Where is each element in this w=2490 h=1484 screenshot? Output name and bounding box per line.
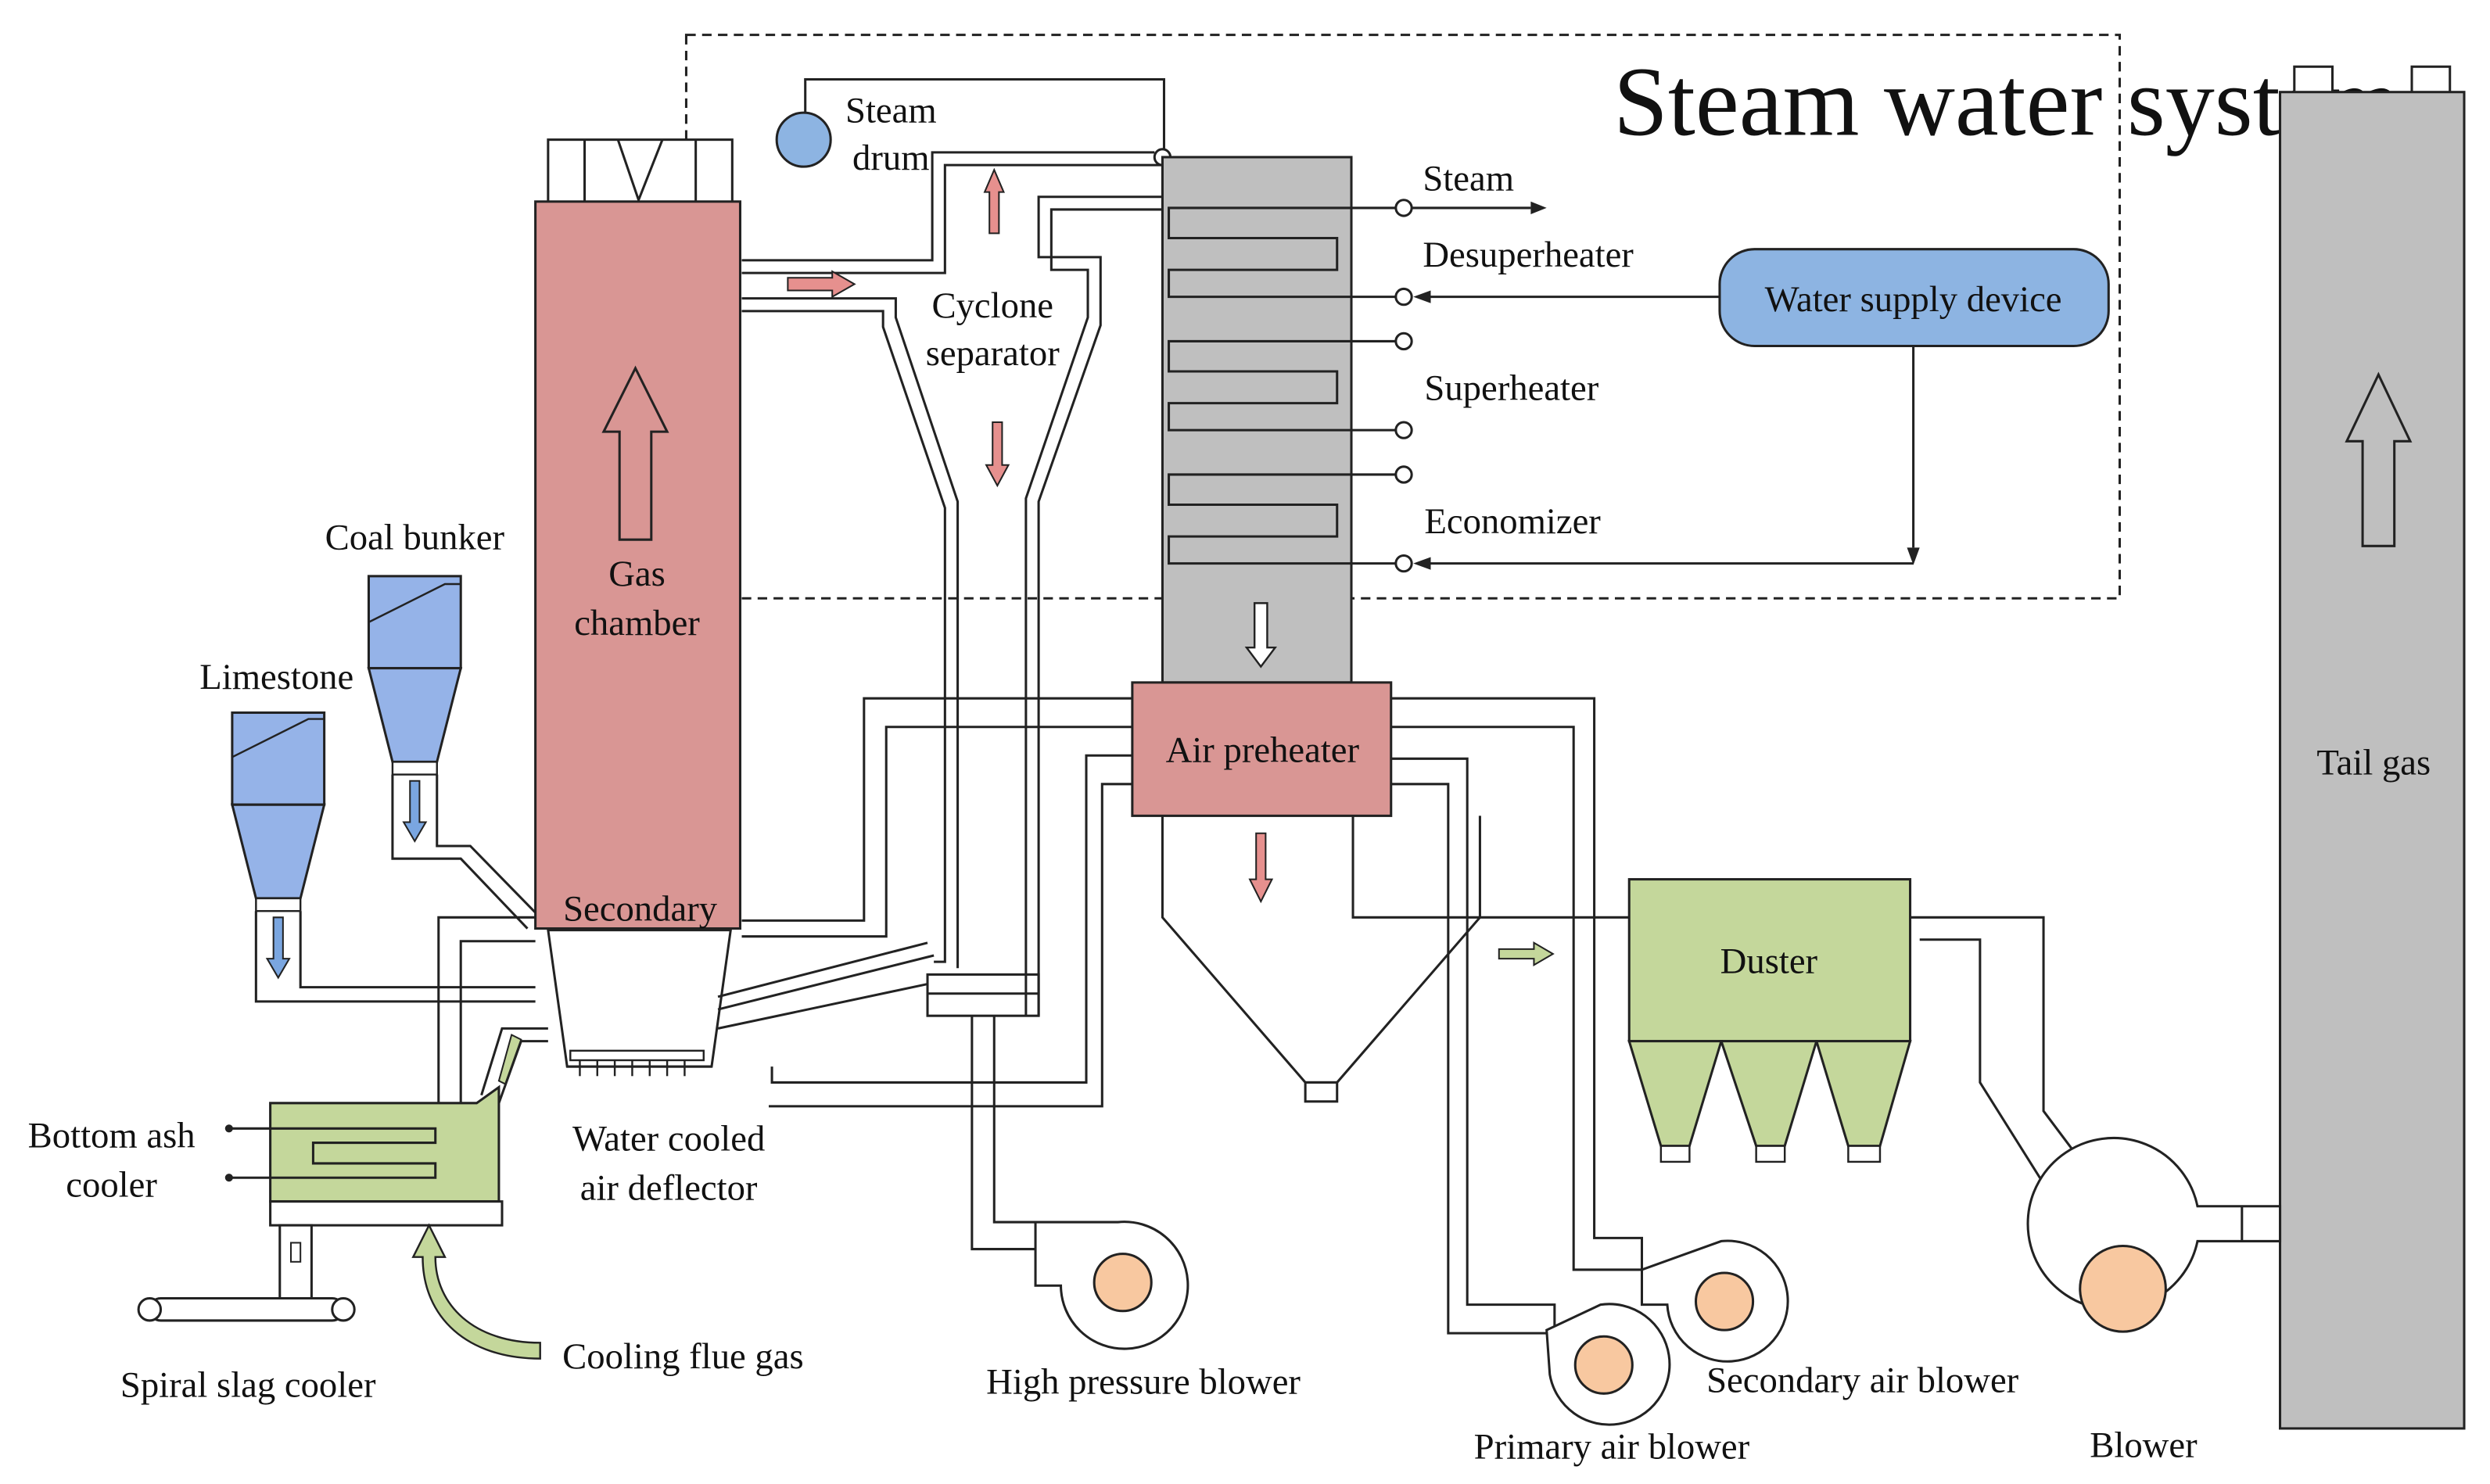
gas-chamber-label: Gas bbox=[608, 554, 666, 594]
economizer-label: Economizer bbox=[1424, 501, 1601, 542]
secondary-air-label: Secondary bbox=[563, 888, 718, 929]
preheater-down-arrow bbox=[1248, 832, 1274, 904]
bottom-ash-cooler-label: Bottom ash bbox=[28, 1116, 196, 1156]
air-preheater-label: Air preheater bbox=[1166, 729, 1360, 770]
gas-chamber-top-cap bbox=[547, 138, 734, 205]
steam-drum-label: Steam bbox=[845, 90, 937, 131]
limestone-label: Limestone bbox=[199, 657, 353, 697]
limestone-down-arrow bbox=[265, 916, 291, 980]
steam-drum bbox=[775, 111, 832, 168]
blower-label: Blower bbox=[2090, 1425, 2198, 1465]
duster bbox=[1627, 878, 1912, 1043]
duster-hoppers bbox=[1627, 1040, 1912, 1148]
coal-bunker bbox=[367, 575, 463, 776]
desuperheater-label: Desuperheater bbox=[1423, 235, 1634, 275]
primary-air-blower bbox=[1545, 1303, 1671, 1426]
bottom-ash-cooler bbox=[224, 1084, 504, 1227]
water-supply-lines bbox=[1424, 296, 1915, 565]
secondary-air-blower bbox=[1640, 1239, 1789, 1363]
steam-water-system-title: Steam water system bbox=[1613, 48, 2401, 157]
water-arrow-down bbox=[1907, 547, 1920, 565]
steam-drum-label-2: drum bbox=[852, 138, 930, 178]
gas-chamber-label-2: chamber bbox=[574, 603, 700, 643]
gas-chamber-up-arrow bbox=[601, 365, 669, 541]
ash-chute bbox=[437, 916, 548, 1104]
secondary-air-blower-label: Secondary air blower bbox=[1706, 1360, 2019, 1400]
duster-inlet-arrow bbox=[1498, 941, 1555, 966]
tail-gas-stack bbox=[2279, 65, 2466, 1430]
water-supply-label: Water supply device bbox=[1765, 279, 2062, 320]
duster-label: Duster bbox=[1720, 941, 1818, 981]
tail-gas-up-arrow bbox=[2345, 371, 2413, 547]
coil-terminals bbox=[1394, 199, 1413, 573]
exchanger-down-arrow bbox=[1244, 602, 1278, 669]
water-cooled-deflector-label: Water cooled bbox=[572, 1119, 765, 1160]
feed-pipes bbox=[254, 774, 536, 1003]
steam-water-system-boundary bbox=[684, 34, 2122, 600]
steam-outlet-arrow bbox=[1412, 201, 1547, 215]
air-distributor-nozzles bbox=[569, 1049, 705, 1077]
air-ducts bbox=[741, 697, 2116, 1335]
flue-right-arrow bbox=[787, 270, 856, 299]
cyclone-label: Cyclone bbox=[931, 285, 1053, 326]
cyclone-up-arrow bbox=[983, 167, 1005, 235]
air-preheater bbox=[1131, 681, 1393, 817]
spiral-slag-cooler bbox=[137, 1224, 356, 1322]
steam-label: Steam bbox=[1423, 159, 1514, 199]
spiral-slag-cooler-label: Spiral slag cooler bbox=[120, 1364, 376, 1405]
limestone-bunker bbox=[230, 711, 326, 912]
furnace-bottom bbox=[547, 929, 733, 1068]
duster-outlets bbox=[1659, 1145, 1882, 1163]
heat-exchanger-coils bbox=[1168, 206, 1404, 565]
coal-bunker-label: Coal bunker bbox=[325, 517, 505, 557]
cyclone-separator bbox=[741, 195, 1164, 1016]
tail-gas-label: Tail gas bbox=[2316, 743, 2431, 783]
cyclone-label-2: separator bbox=[926, 333, 1060, 374]
gas-chamber bbox=[534, 200, 741, 930]
high-pressure-blower bbox=[1034, 1221, 1189, 1350]
high-pressure-blower-label: High pressure blower bbox=[986, 1361, 1301, 1402]
cooling-flue-gas-label: Cooling flue gas bbox=[562, 1336, 804, 1377]
water-arrow-economizer bbox=[1413, 557, 1431, 570]
water-arrow-desuperheater bbox=[1413, 290, 1431, 303]
cooling-flue-gas-arrow bbox=[411, 1223, 541, 1360]
bottom-ash-cooler-label-2: cooler bbox=[66, 1165, 157, 1206]
induced-draft-blower bbox=[2026, 1136, 2282, 1333]
superheater-label: Superheater bbox=[1424, 368, 1598, 409]
ash-chute-arrow bbox=[497, 1034, 522, 1085]
cyclone-down-arrow bbox=[985, 421, 1010, 488]
loop-seal bbox=[717, 941, 1040, 1030]
water-cooled-deflector-label-2: air deflector bbox=[580, 1168, 758, 1209]
primary-air-blower-label: Primary air blower bbox=[1474, 1427, 1750, 1468]
steam-drum-pipes bbox=[741, 77, 1165, 274]
preheater-hopper bbox=[1161, 815, 1481, 1103]
coal-down-arrow bbox=[402, 780, 428, 843]
heat-exchanger-column bbox=[1161, 156, 1353, 684]
hp-blower-duct bbox=[971, 1016, 1058, 1251]
